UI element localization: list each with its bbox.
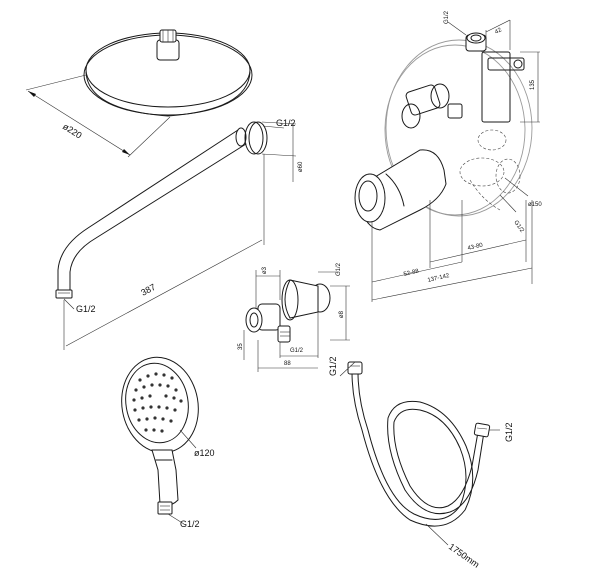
mixer-dimensions: G1/2 42 135 ø150 G1/2 43-80 52-88 137-14… xyxy=(371,10,542,302)
mixer-dim-b-label: 52-88 xyxy=(403,269,420,278)
shower-arm-thread-bottom-label: G1/2 xyxy=(76,304,96,314)
wall-outlet-depth-label: 35 xyxy=(238,343,244,350)
mixer-diameter-label: ø150 xyxy=(528,202,542,208)
shower-head xyxy=(83,29,253,117)
shower-head-diameter-dimension: ø220 xyxy=(25,74,171,158)
hose-dimensions: G1/2 G1/2 1750mm xyxy=(328,356,514,569)
hose-length-label: 1750mm xyxy=(447,541,481,569)
mixer-dim-a-label: 43-80 xyxy=(467,243,484,252)
shower-arm-length-label: 387 xyxy=(139,282,157,298)
wall-outlet xyxy=(245,279,331,343)
mixer-outlet-label: G1/2 xyxy=(512,220,525,235)
shower-arm xyxy=(55,121,268,299)
hose-thread-right-label: G1/2 xyxy=(504,422,514,442)
mixer-width-label: 42 xyxy=(494,27,503,36)
mixer-thread-label: G1/2 xyxy=(444,10,450,24)
wall-outlet-dim-top-label: ø3 xyxy=(262,266,268,274)
hand-shower-diameter-label: ø120 xyxy=(194,448,215,458)
wall-outlet-base-label: 88 xyxy=(284,361,291,367)
mixer-body xyxy=(354,32,533,231)
hand-shower-nozzles xyxy=(132,372,183,433)
hose-thread-top-label: G1/2 xyxy=(328,356,338,376)
hand-shower xyxy=(121,356,199,515)
shower-arm-thread-top-label: G1/2 xyxy=(276,118,296,128)
wall-outlet-dimensions: ø3 G1/2 ø8 35 G1/2 88 xyxy=(238,262,350,372)
mixer-dim-c-label: 137-142 xyxy=(427,273,450,284)
hand-shower-dimensions: ø120 G1/2 xyxy=(167,429,215,529)
wall-outlet-thread-label: G1/2 xyxy=(336,262,342,276)
wall-outlet-width-label: G1/2 xyxy=(290,348,304,354)
hand-shower-thread-label: G1/2 xyxy=(180,519,200,529)
mixer-depth-label: 135 xyxy=(530,79,536,90)
wall-outlet-height-label: ø8 xyxy=(339,310,345,318)
hose xyxy=(347,361,491,527)
shower-arm-height-label: ø60 xyxy=(298,161,304,172)
